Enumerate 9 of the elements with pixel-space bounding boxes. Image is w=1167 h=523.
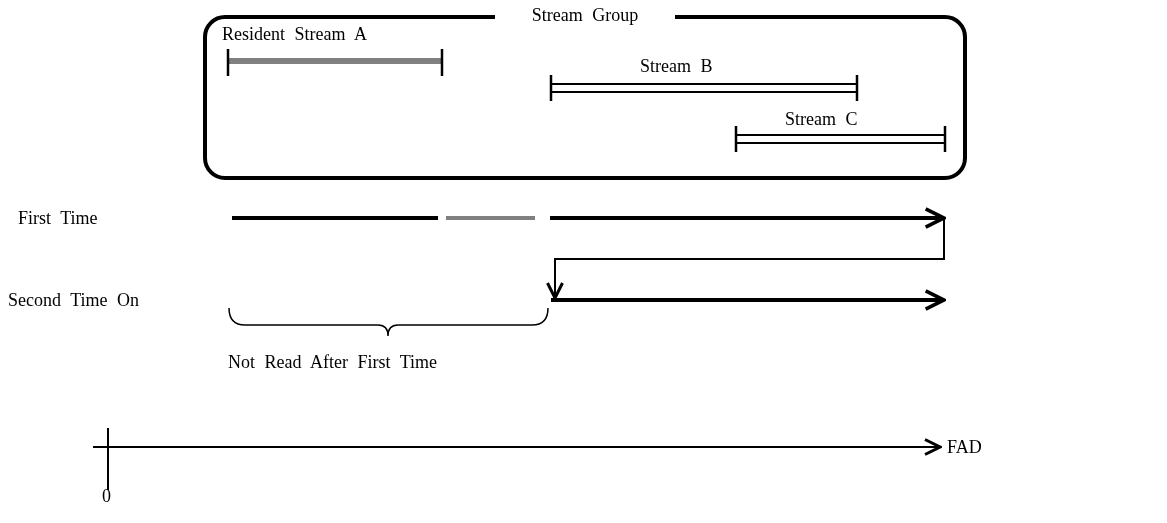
row-label: Second Time On	[8, 290, 140, 310]
axis-label: 0	[102, 486, 111, 506]
brace-label: Not Read After First Time	[228, 352, 437, 372]
group-title: Stream Group	[495, 5, 675, 25]
stream-label: Resident Stream A	[222, 24, 367, 44]
stream-label: Stream C	[785, 109, 858, 129]
axis-label: FAD	[947, 437, 982, 457]
stream-label: Stream B	[640, 56, 713, 76]
row-label: First Time	[18, 208, 98, 228]
